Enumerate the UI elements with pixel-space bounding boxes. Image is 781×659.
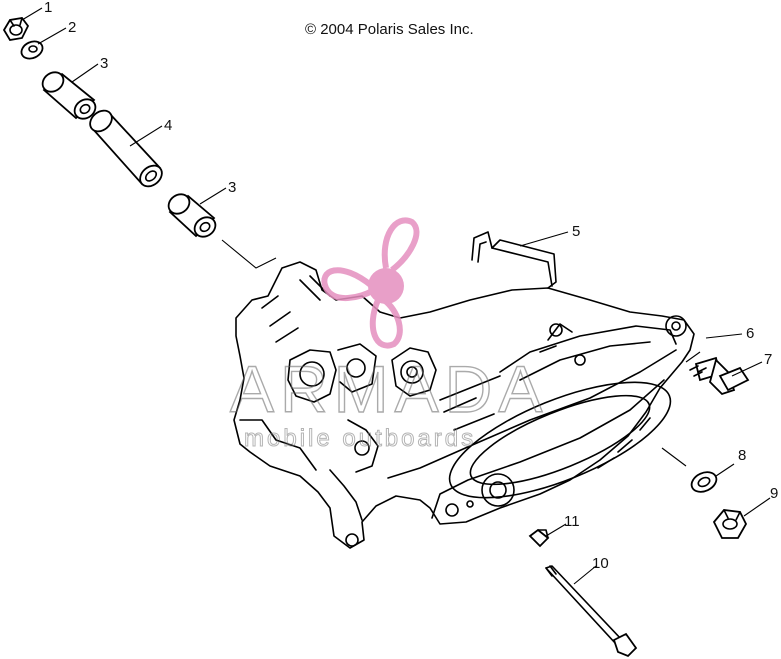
callout-6: 6: [746, 325, 754, 342]
part-6-gasket: [685, 351, 701, 363]
watermark-logo: [321, 217, 420, 349]
part-5-bracket: [471, 231, 557, 289]
callout-7: 7: [764, 351, 772, 368]
part-9-nut: [712, 509, 748, 539]
callout-11: 11: [564, 513, 580, 530]
part-3-spacer-bottom: [167, 193, 217, 238]
watermark-tagline: mobile outboards: [244, 425, 476, 452]
callout-labels: 1 2 3 4 3 5 6 7 8 9 10 11: [44, 0, 778, 572]
callout-8: 8: [738, 447, 746, 464]
watermark-brand: ARMADA: [230, 352, 548, 426]
part-4-sleeve: [89, 109, 163, 188]
callout-3: 3: [100, 55, 108, 72]
callout-4: 4: [164, 117, 172, 134]
callout-3-lower: 3: [228, 179, 236, 196]
part-11-dowel: [528, 528, 550, 548]
callout-2: 2: [68, 19, 76, 36]
callout-9: 9: [770, 485, 778, 502]
part-3-spacer-top: [41, 71, 97, 120]
part-1-nut: [2, 17, 30, 41]
callout-10: 10: [592, 555, 609, 572]
callout-1: 1: [44, 0, 52, 16]
callout-5: 5: [572, 223, 580, 240]
part-10-stud: [545, 565, 638, 658]
copyright-text: © 2004 Polaris Sales Inc.: [305, 21, 474, 38]
engine-assembly: [233, 261, 695, 549]
part-8-washer: [690, 471, 718, 493]
part-2-washer: [20, 40, 44, 60]
part-7-bolt: [689, 356, 750, 396]
